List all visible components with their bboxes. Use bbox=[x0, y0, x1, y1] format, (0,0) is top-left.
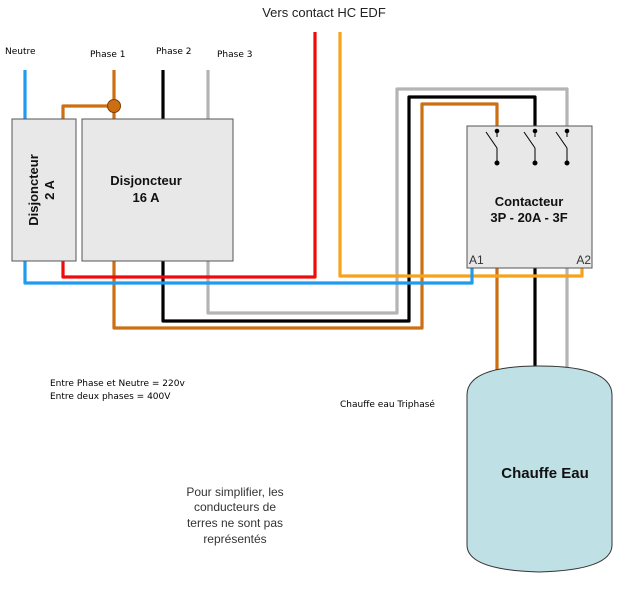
breaker-2a-body bbox=[11, 118, 77, 262]
terminal-a2: A2 bbox=[576, 253, 591, 267]
label-phase3: Phase 3 bbox=[217, 50, 252, 60]
wire-phase1-branch bbox=[61, 104, 114, 119]
breaker-16a-label-1: Disjoncteur bbox=[110, 173, 182, 188]
wire-phase1-brown bbox=[112, 102, 499, 330]
note-voltage-phase-neutre: Entre Phase et Neutre = 220v bbox=[50, 379, 185, 389]
label-phase1: Phase 1 bbox=[90, 50, 125, 60]
junction-node-icon bbox=[107, 99, 121, 113]
contactor-body bbox=[466, 125, 593, 269]
wire-hc-orange bbox=[338, 32, 584, 278]
note-earth-line-2: conducteurs de bbox=[194, 500, 276, 514]
tank-body bbox=[466, 365, 613, 573]
note-heater-caption: Chauffe eau Triphasé bbox=[340, 399, 435, 410]
tank-label: Chauffe Eau bbox=[501, 465, 589, 482]
breaker-16a-body bbox=[81, 118, 234, 262]
wire-hc-red bbox=[61, 32, 317, 279]
contactor[interactable]: Contacteur 3P - 20A - 3F A1 A2 bbox=[466, 125, 593, 269]
contactor-label-2: 3P - 20A - 3F bbox=[490, 210, 567, 225]
note-earth-line-3: terres ne sont pas bbox=[187, 516, 283, 530]
contactor-label-1: Contacteur bbox=[495, 194, 564, 209]
title-hc-contact: Vers contact HC EDF bbox=[262, 5, 386, 20]
water-heater-tank[interactable]: Chauffe Eau bbox=[466, 365, 613, 573]
terminal-a1: A1 bbox=[469, 253, 484, 267]
label-neutre: Neutre bbox=[5, 47, 36, 57]
switch-contact-icon bbox=[485, 128, 570, 166]
note-earth-line-1: Pour simplifier, les bbox=[186, 485, 283, 499]
breaker-2a-label-1: Disjoncteur bbox=[26, 154, 41, 226]
note-voltage-two-phases: Entre deux phases = 400V bbox=[50, 392, 171, 402]
label-phase2: Phase 2 bbox=[156, 47, 191, 57]
breaker-16a[interactable]: Disjoncteur 16 A bbox=[81, 118, 234, 262]
breaker-16a-label-2: 16 A bbox=[133, 190, 161, 205]
breaker-2a-label-2: 2 A bbox=[42, 180, 57, 200]
wire-phase2-black bbox=[161, 70, 537, 323]
wire-phase3-gray bbox=[206, 70, 569, 315]
breaker-2a[interactable]: Disjoncteur 2 A bbox=[11, 118, 77, 262]
wire-neutre-blue bbox=[23, 261, 474, 285]
note-earth-line-4: représentés bbox=[203, 532, 266, 546]
